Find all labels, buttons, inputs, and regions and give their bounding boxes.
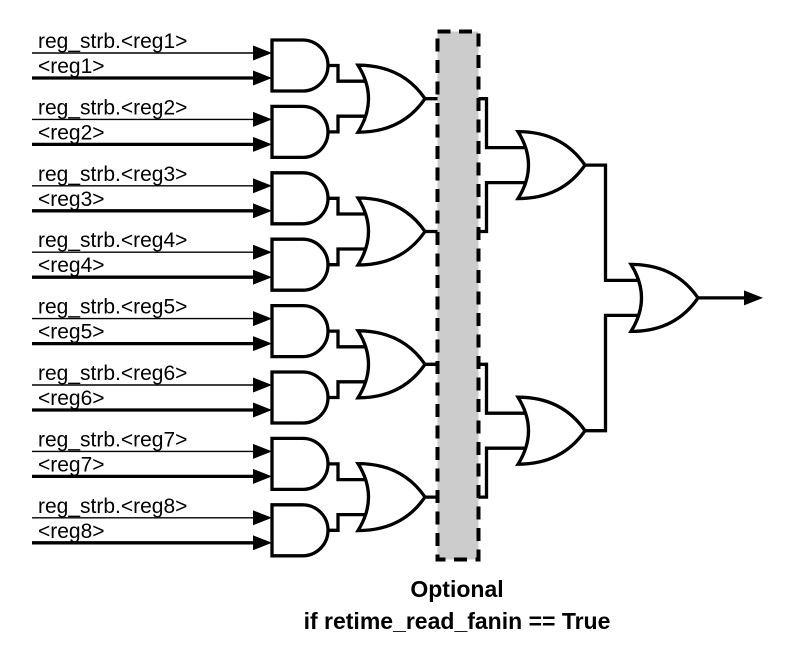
input-value-label: <reg3>	[38, 188, 105, 211]
input-strobe-label: reg_strb.<reg6>	[38, 362, 187, 385]
and-gate-4	[270, 237, 330, 292]
value-arrowhead-icon	[253, 70, 272, 86]
and-gate-2	[270, 104, 330, 160]
or-gate-l2-1	[355, 63, 428, 134]
caption-layer: Optional if retime_read_fanin == True	[304, 576, 611, 634]
wire-and3-to-or2	[327, 196, 388, 216]
or-gate-l2-4	[355, 461, 428, 533]
or-gate-l2-2	[355, 196, 428, 267]
wire-stage3-1-to-final	[585, 163, 661, 283]
value-arrowhead-icon	[253, 136, 272, 152]
wire-and2-to-or1	[327, 114, 388, 134]
wire-and5-to-or3	[327, 329, 388, 349]
or-gate-l3-1	[515, 129, 588, 201]
and-gate-1	[270, 38, 330, 93]
strobe-arrowhead-icon	[253, 443, 272, 459]
strobe-arrowhead-icon	[253, 45, 272, 61]
gates-layer	[270, 38, 701, 558]
input-strobe-label: reg_strb.<reg1>	[38, 30, 187, 53]
input-value-label: <reg8>	[38, 520, 105, 543]
wire-and4-to-or2	[327, 247, 388, 267]
or-gate-l2-3	[355, 329, 428, 400]
input-value-label: <reg7>	[38, 453, 105, 476]
input-row-reg5: reg_strb.<reg5><reg5>	[32, 296, 272, 352]
value-arrowhead-icon	[253, 402, 272, 418]
strobe-arrowhead-icon	[253, 510, 272, 526]
caption-line1: Optional	[410, 576, 503, 602]
or-gate-l3-2	[515, 395, 588, 466]
wire-and8-to-or4	[327, 512, 388, 532]
input-value-label: <reg4>	[38, 254, 105, 277]
and-gate-5	[270, 303, 330, 359]
strobe-arrowhead-icon	[253, 377, 272, 393]
wire-and1-to-or1	[327, 63, 388, 83]
value-arrowhead-icon	[253, 535, 272, 551]
input-value-label: <reg6>	[38, 387, 105, 410]
input-row-reg2: reg_strb.<reg2><reg2>	[32, 96, 272, 152]
input-value-label: <reg1>	[38, 55, 105, 78]
wire-stage3-2-to-final	[585, 313, 661, 433]
input-strobe-label: reg_strb.<reg4>	[38, 229, 187, 252]
optional-region-layer	[435, 29, 481, 562]
input-strobe-label: reg_strb.<reg7>	[38, 428, 187, 451]
value-arrowhead-icon	[253, 468, 272, 484]
value-arrowhead-icon	[253, 336, 272, 352]
value-arrowhead-icon	[253, 203, 272, 219]
input-strobe-label: reg_strb.<reg3>	[38, 163, 187, 186]
wire-and7-to-or4	[327, 462, 388, 482]
input-row-reg8: reg_strb.<reg8><reg8>	[32, 495, 272, 551]
input-row-reg4: reg_strb.<reg4><reg4>	[32, 229, 272, 285]
input-strobe-label: reg_strb.<reg5>	[38, 296, 187, 319]
strobe-arrowhead-icon	[253, 111, 272, 127]
strobe-arrowhead-icon	[253, 311, 272, 327]
input-strobe-label: reg_strb.<reg8>	[38, 495, 187, 518]
output-arrowhead-icon	[744, 290, 763, 306]
optional-region-box	[435, 29, 481, 562]
strobe-arrowhead-icon	[253, 244, 272, 260]
strobe-arrowhead-icon	[253, 178, 272, 194]
value-arrowhead-icon	[253, 269, 272, 285]
and-gate-6	[270, 370, 330, 425]
and-gate-8	[270, 503, 330, 558]
wire-and6-to-or3	[327, 380, 388, 400]
input-value-label: <reg5>	[38, 321, 105, 344]
input-strobe-label: reg_strb.<reg2>	[38, 96, 187, 119]
input-row-reg1: reg_strb.<reg1><reg1>	[32, 30, 272, 86]
inputs-layer: reg_strb.<reg1><reg1>reg_strb.<reg2><reg…	[32, 30, 763, 551]
input-row-reg3: reg_strb.<reg3><reg3>	[32, 163, 272, 219]
and-gate-3	[270, 171, 330, 226]
and-gate-7	[270, 436, 330, 492]
input-value-label: <reg2>	[38, 121, 105, 144]
input-row-reg6: reg_strb.<reg6><reg6>	[32, 362, 272, 418]
caption-line2: if retime_read_fanin == True	[304, 608, 611, 634]
input-row-reg7: reg_strb.<reg7><reg7>	[32, 428, 272, 484]
or-gate-final	[628, 262, 701, 334]
